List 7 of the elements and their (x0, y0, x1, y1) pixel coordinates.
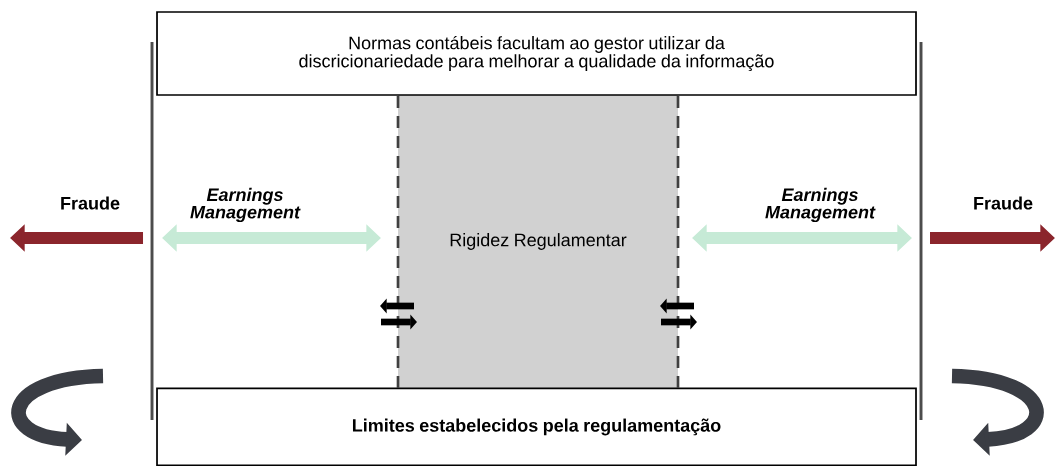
label: Fraude (61, 196, 120, 210)
regulation-band: Rigidez Regulamentar (398, 95, 678, 388)
text-box: Limites estabelecidos pela regulamentação (156, 387, 917, 466)
label: Fraude (974, 196, 1033, 210)
text-box: Normas contábeis facultam ao gestor utilizar da discricionariedade para melhorar a qualidade da informação (156, 11, 917, 96)
label: Earnings Management (765, 187, 876, 223)
label: Earnings Management (190, 187, 301, 223)
